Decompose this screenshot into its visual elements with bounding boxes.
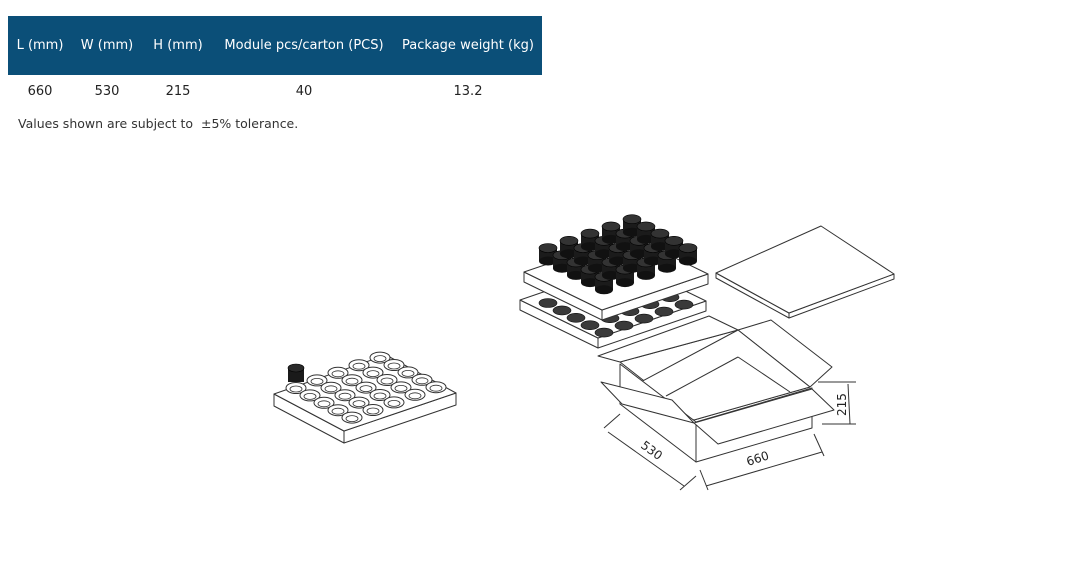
tray-hole-inner xyxy=(310,377,324,385)
module-base xyxy=(581,278,599,288)
module-base xyxy=(651,242,669,252)
open-carton xyxy=(597,315,835,463)
tray-hole-inner xyxy=(387,399,401,407)
module-base xyxy=(616,278,634,288)
tray-hole-inner xyxy=(366,370,380,378)
cell-length: 660 xyxy=(27,84,53,99)
spec-header-row: L (mm) W (mm) H (mm) Module pcs/carton (… xyxy=(8,16,542,75)
tray-hole-inner xyxy=(317,400,331,408)
dim-height-label: 215 xyxy=(835,393,849,416)
module-top xyxy=(650,228,670,239)
module-base xyxy=(602,234,620,244)
dim-length-label: 660 xyxy=(745,448,771,468)
tray-hole-inner xyxy=(352,400,366,408)
tray-hole-inner xyxy=(345,377,359,385)
table-row: 660 530 215 40 13.2 xyxy=(8,75,542,108)
header-height: H (mm) xyxy=(142,16,214,75)
module-base xyxy=(595,249,613,259)
tray-module xyxy=(594,327,614,338)
tray-module xyxy=(614,320,634,331)
tray-module xyxy=(634,313,654,324)
dim-width-label: 530 xyxy=(638,438,665,463)
tray-hole-inner xyxy=(359,385,373,393)
tray-hole-inner xyxy=(352,362,366,370)
module-base xyxy=(609,256,627,266)
module-top xyxy=(559,236,579,246)
cell-height: 215 xyxy=(165,84,191,99)
upper-tray-modules xyxy=(538,214,698,295)
carton-lid xyxy=(715,225,895,319)
module-top xyxy=(538,243,558,253)
module-top xyxy=(287,363,305,373)
tray-hole-inner xyxy=(338,392,352,400)
tray-hole-inner xyxy=(331,407,345,415)
module-base xyxy=(574,256,592,266)
single-tray xyxy=(273,351,457,444)
tray-hole-inner xyxy=(373,355,387,363)
tray-module xyxy=(580,320,600,331)
module-base xyxy=(539,256,557,266)
module-base xyxy=(595,285,613,295)
module-base xyxy=(588,263,606,273)
header-pcs-per-carton: Module pcs/carton (PCS) xyxy=(214,16,394,75)
stacked-trays xyxy=(519,214,709,349)
tray-module xyxy=(538,298,558,308)
module-base xyxy=(679,256,697,266)
tray-module xyxy=(654,306,674,317)
tray-hole-inner xyxy=(345,415,359,423)
tray-hole-inner xyxy=(387,362,401,370)
module-base xyxy=(602,270,620,280)
tolerance-note: Values shown are subject to ±5% toleranc… xyxy=(18,116,299,131)
tray-hole-inner xyxy=(401,369,415,377)
header-width: W (mm) xyxy=(72,16,142,75)
header-package-weight: Package weight (kg) xyxy=(394,16,542,75)
module-base xyxy=(630,249,648,259)
module-base xyxy=(644,256,662,266)
module-base xyxy=(581,242,599,252)
tray-hole-inner xyxy=(429,384,443,392)
module-base xyxy=(658,263,676,273)
header-length: L (mm) xyxy=(8,16,72,75)
tray-hole-inner xyxy=(303,392,317,400)
module-base xyxy=(623,263,641,273)
tray-module xyxy=(552,305,572,316)
module-top xyxy=(622,214,642,224)
module-top xyxy=(580,228,600,239)
tray-hole-inner xyxy=(408,392,422,400)
module-base xyxy=(560,249,578,259)
tray-module xyxy=(674,299,694,310)
tray-hole-inner xyxy=(324,385,338,393)
tray-holes xyxy=(285,351,447,424)
tray-hole-inner xyxy=(380,377,394,385)
tray-hole-inner xyxy=(394,384,408,392)
module-base xyxy=(623,227,641,237)
tray-hole-inner xyxy=(289,385,303,393)
module-top xyxy=(678,243,698,253)
module-base xyxy=(637,234,655,244)
tray-hole-inner xyxy=(373,392,387,400)
module-top xyxy=(664,236,684,246)
module-base xyxy=(616,242,634,252)
spec-table: L (mm) W (mm) H (mm) Module pcs/carton (… xyxy=(8,16,542,108)
module-top xyxy=(601,221,621,232)
cell-package-weight: 13.2 xyxy=(453,84,483,99)
module-base xyxy=(637,270,655,280)
tray-hole-inner xyxy=(331,370,345,378)
tray-hole-inner xyxy=(415,377,429,385)
module-base xyxy=(553,263,571,273)
module-base xyxy=(567,270,585,280)
tray-hole-inner xyxy=(366,407,380,415)
module-base xyxy=(665,249,683,259)
module-top xyxy=(636,221,656,232)
cell-width: 530 xyxy=(94,84,120,99)
tray-module xyxy=(566,312,586,323)
cell-pcs-per-carton: 40 xyxy=(295,84,313,99)
